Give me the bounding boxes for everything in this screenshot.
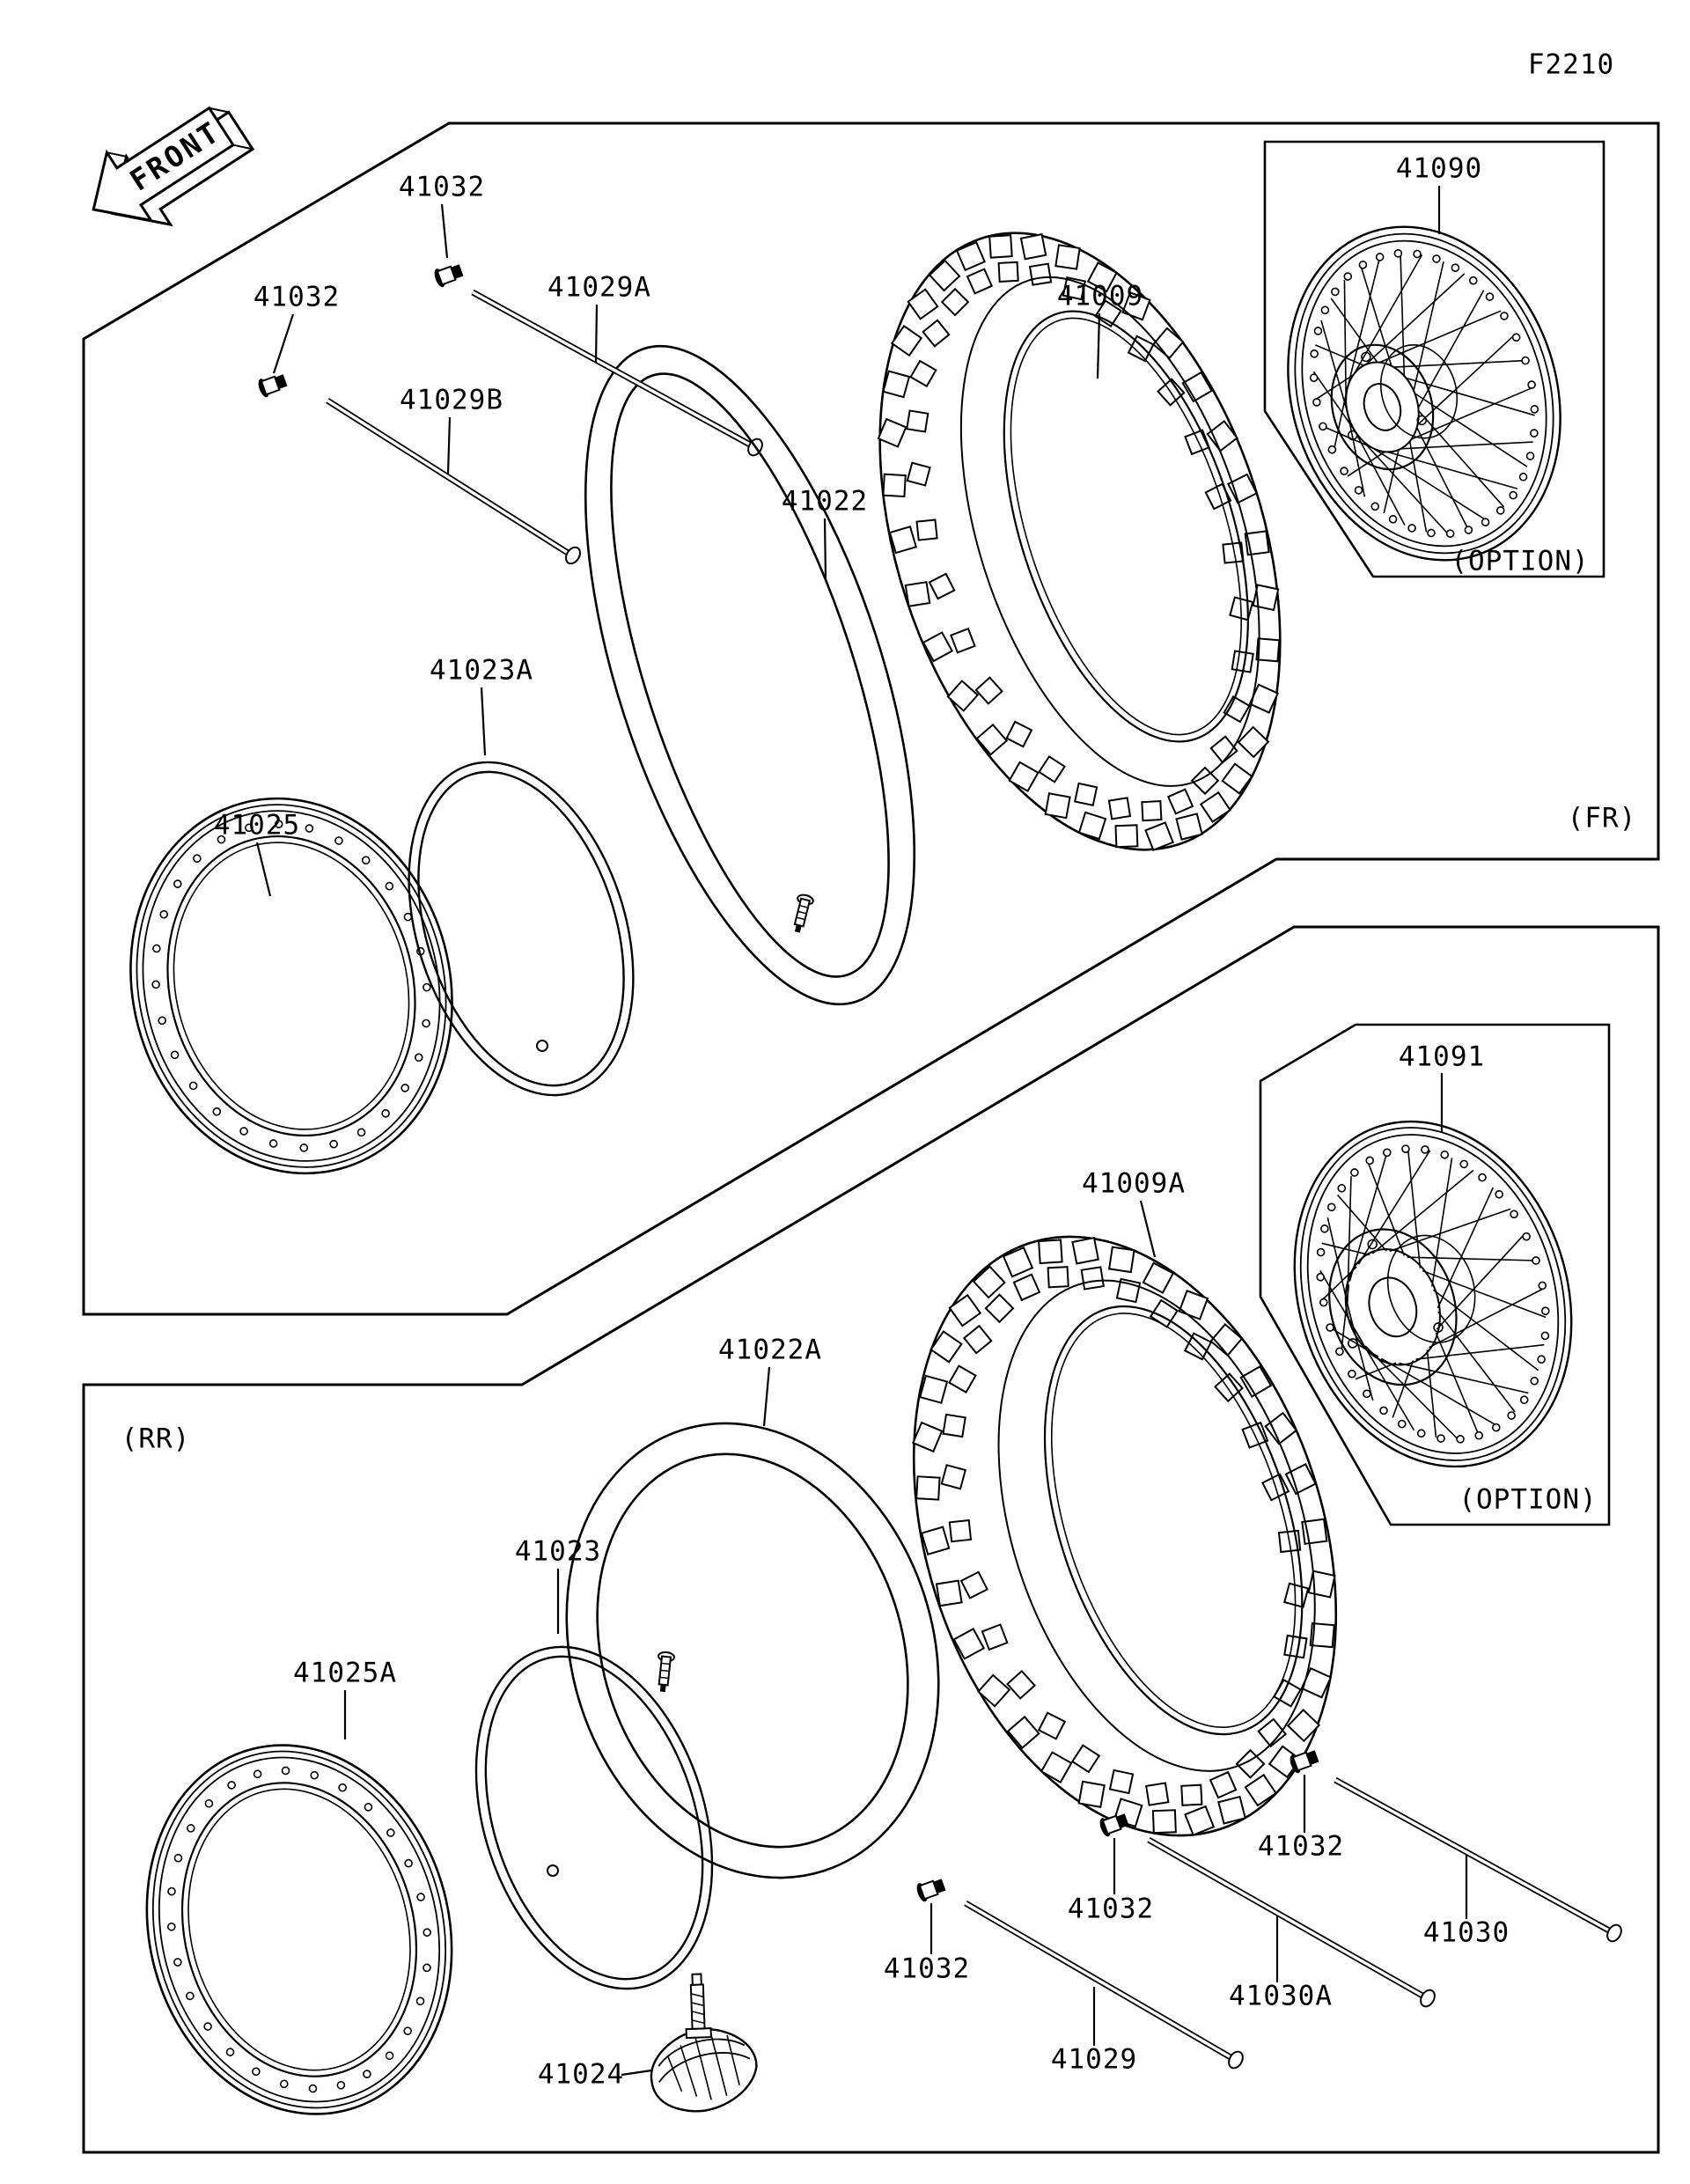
part-label-41023: 41023 <box>514 1535 602 1568</box>
rear-tube-valve-stem <box>658 1651 675 1693</box>
part-label-option-front: (OPTION) <box>1451 545 1590 577</box>
rear-spoke-drawing-41030a <box>1147 1836 1436 2008</box>
part-label-41009a: 41009A <box>1082 1167 1186 1200</box>
front-band-valve-hole <box>536 1040 548 1052</box>
part-label-41022: 41022 <box>781 485 869 518</box>
front-tire-drawing-41009 <box>877 232 1282 851</box>
part-label-41025a: 41025A <box>293 1657 397 1689</box>
rr-section-outline <box>82 925 1660 2154</box>
rear-rim-band-drawing-41023 <box>474 1645 714 1990</box>
leader-line-41029b <box>446 416 452 474</box>
rear-rim-drawing-41025a <box>145 1744 453 2115</box>
part-label-41032-rr-a: 41032 <box>883 1952 971 1985</box>
rear-rim-spoke-holes <box>167 1766 431 2093</box>
spoke-nipple-icon-rr-c <box>1290 1750 1319 1774</box>
front-option-wheel-drawing-41090 <box>1287 225 1561 562</box>
part-label-41029b: 41029B <box>400 384 503 416</box>
part-label-41032-rr-c: 41032 <box>1257 1830 1345 1863</box>
leader-line-41024 <box>621 2069 652 2077</box>
spoke-nipple-icon-fr-a <box>434 264 464 288</box>
part-label-41090: 41090 <box>1395 152 1483 185</box>
leader-lines-layer <box>255 186 1468 2077</box>
rear-spoke-drawing-41029 <box>964 1900 1244 2070</box>
front-tube-drawing-41022 <box>584 344 916 1006</box>
spoke-nipple-icon-rr-a <box>916 1879 946 1902</box>
leader-line-41029a <box>594 304 599 364</box>
part-label-41032-rr-b: 41032 <box>1067 1893 1155 1925</box>
rear-tire-knobs-outer <box>912 1236 1336 1836</box>
rear-tube-drawing-41022a <box>565 1422 940 1879</box>
leader-line-41022 <box>823 518 827 580</box>
part-label-41030: 41030 <box>1422 1916 1510 1949</box>
front-arrow-face <box>92 106 235 223</box>
rear-band-valve-hole <box>547 1864 559 1877</box>
front-arrow: FRONT <box>92 106 255 227</box>
rear-option-wheel-drawing-41091 <box>1293 1120 1573 1468</box>
front-spoke-drawing-41029a <box>471 289 763 457</box>
front-spoke-drawing-41029b <box>326 398 581 565</box>
part-label-41032-fr-a: 41032 <box>398 171 486 203</box>
rear-tire-knobs-inner <box>940 1266 1310 1806</box>
leader-line-41009 <box>1096 313 1101 379</box>
part-label-41024: 41024 <box>537 2058 625 2091</box>
front-rim-band-drawing-41023a <box>408 761 635 1097</box>
part-label-option-rear: (OPTION) <box>1459 1483 1598 1516</box>
spoke-nipple-icon-fr-b <box>258 374 288 398</box>
front-tire-knobs-outer <box>877 233 1281 851</box>
leader-line-41032-fr-b <box>272 313 295 374</box>
part-label-41030a: 41030A <box>1229 1980 1333 2012</box>
part-label-41023a: 41023A <box>430 654 533 687</box>
front-rim-drawing-41025 <box>129 797 453 1175</box>
option-box-front-wheel <box>1263 140 1606 578</box>
rear-wheel-nipple-holes <box>1316 1144 1550 1444</box>
part-label-41029: 41029 <box>1050 2043 1138 2076</box>
leader-line-41025 <box>255 842 272 897</box>
part-label-rr-tag: (RR) <box>121 1423 191 1455</box>
rear-spoke-drawing-41030 <box>1334 1776 1622 1943</box>
fr-section-outline <box>82 121 1660 1316</box>
part-label-41091: 41091 <box>1398 1041 1486 1073</box>
part-label-41025: 41025 <box>213 809 301 842</box>
rim-lock-drawing-41024 <box>650 1973 758 2113</box>
part-label-41032-fr-b: 41032 <box>253 281 341 313</box>
leader-line-41023a <box>480 687 487 756</box>
leader-line-41022a <box>762 1366 771 1427</box>
spoke-nipple-icon-rr-b <box>1099 1813 1129 1837</box>
leader-line-41032-fr-a <box>440 203 449 259</box>
front-rim-spoke-holes <box>151 820 431 1152</box>
rear-tire-drawing-41009a <box>912 1235 1338 1837</box>
front-wheel-nipple-holes <box>1309 249 1539 538</box>
front-tube-valve-stem <box>793 893 814 933</box>
part-label-doc-code: F2210 <box>1527 48 1615 81</box>
leader-line-41009a <box>1139 1200 1157 1258</box>
part-label-fr-tag: (FR) <box>1567 802 1637 835</box>
part-label-41022a: 41022A <box>718 1334 822 1366</box>
part-label-41029a: 41029A <box>547 271 651 304</box>
option-box-rear-wheel <box>1259 1023 1611 1526</box>
part-label-41009: 41009 <box>1056 280 1144 313</box>
